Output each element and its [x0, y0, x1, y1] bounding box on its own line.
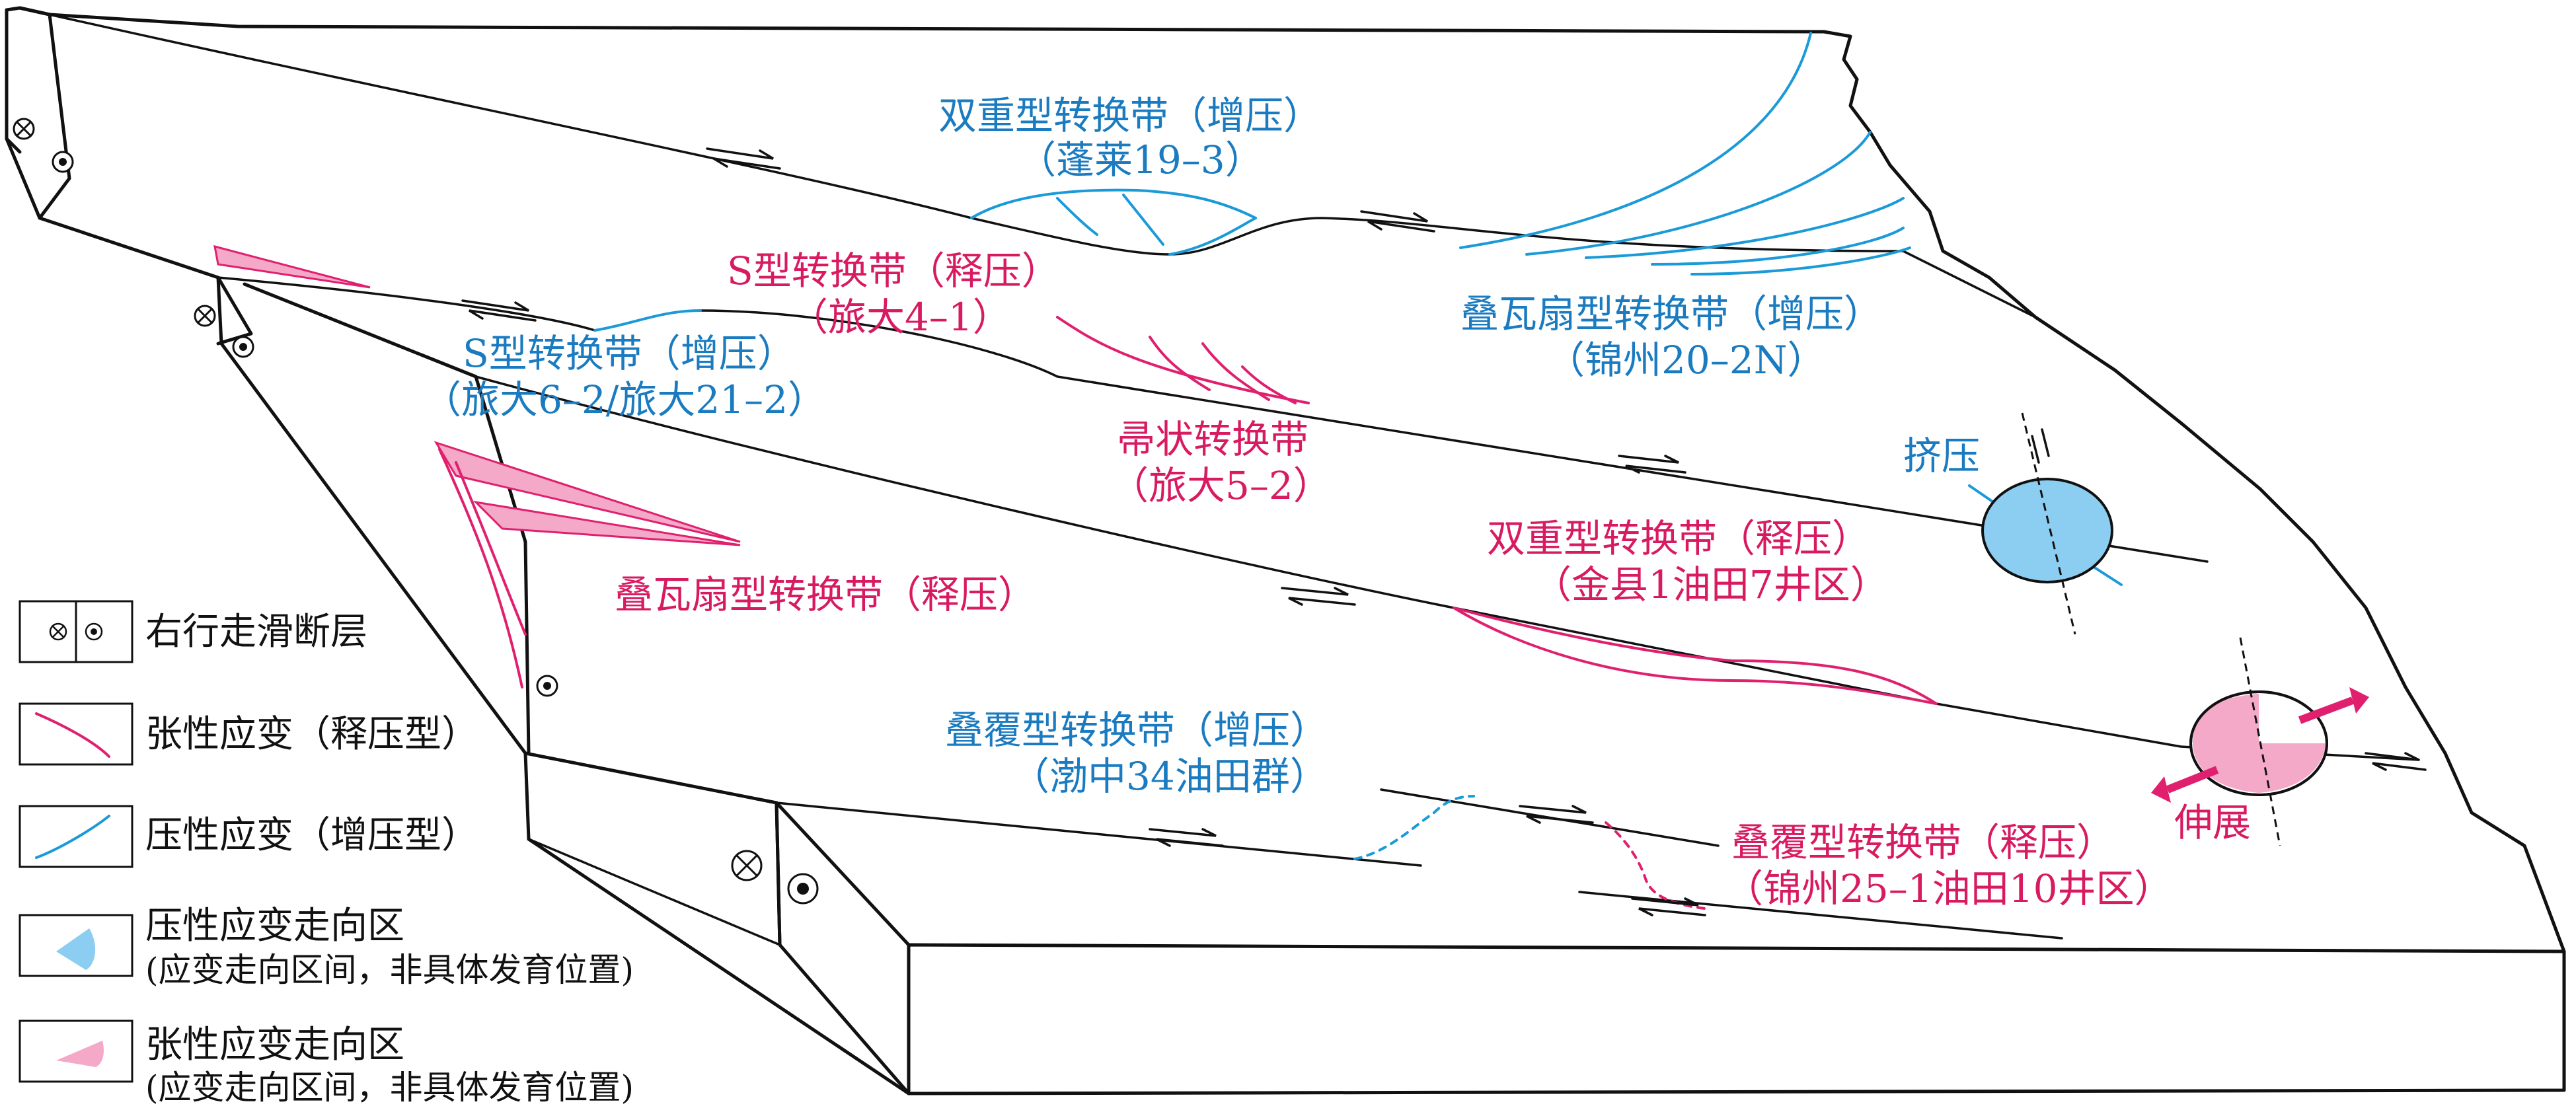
strain-ellipse-icon — [2151, 637, 2369, 846]
label-imbricate-transpressional: 叠瓦扇型转换带（增压） — [1460, 291, 1882, 336]
label-duplex-transtensional: 双重型转换带（释压） — [1487, 516, 1870, 561]
legend-sublabel-tensile-zone: (应变走向区间，非具体发育位置) — [145, 1068, 634, 1107]
label-overlap-transtensional: 叠覆型转换带（释压） — [1731, 820, 2115, 865]
legend-item-dextral-fault: 右行走滑断层 — [19, 600, 367, 663]
label-duplex-transpressional: 双重型转换带（增压） — [938, 93, 1322, 138]
label-overlap-transpressional: 叠覆型转换带（增压） — [945, 708, 1328, 753]
legend-item-compressive-zone: 压性应变走向区 (应变走向区间，非具体发育位置) — [19, 905, 634, 989]
cross-in-circle-icon — [194, 305, 216, 327]
label-overlap-transpressional-field: （渤中34油田群） — [1011, 754, 1328, 799]
label-s-transpressional-field: （旅大6–2/旅大21–2） — [423, 377, 826, 422]
dot-in-circle-icon — [536, 675, 558, 697]
fault-symbols — [13, 118, 819, 905]
tensile-strain-lines — [213, 244, 1938, 910]
legend-item-tensile-strain: 张性应变（释压型） — [19, 702, 478, 766]
dot-in-circle-icon — [232, 336, 254, 358]
fault-lines — [48, 13, 2420, 946]
half-arrow-pair-icon — [461, 147, 2427, 916]
dot-in-circle-icon — [52, 151, 74, 173]
label-broom: 帚状转换带 — [1117, 417, 1308, 462]
label-compression: 挤压 — [1903, 433, 1980, 478]
legend-label-compressive-strain: 压性应变（增压型） — [145, 814, 478, 857]
legend-label-compressive-zone: 压性应变走向区 — [145, 905, 404, 947]
cross-in-circle-icon — [49, 622, 67, 641]
cross-in-circle-icon — [13, 118, 35, 140]
legend-label-dextral-fault: 右行走滑断层 — [145, 611, 367, 653]
legend-item-tensile-zone: 张性应变走向区 (应变走向区间，非具体发育位置) — [19, 1019, 634, 1107]
legend-label-tensile-strain: 张性应变（释压型） — [145, 713, 478, 756]
strain-ellipse-icon — [1981, 412, 2113, 635]
label-s-transtensional-field: （旅大4–1） — [790, 295, 1011, 340]
label-overlap-transtensional-field: （锦州25–1油田10井区） — [1725, 866, 2173, 911]
diagram-labels: 双重型转换带（增压） （蓬莱19–3） S型转换带（释压） （旅大4–1） S型… — [423, 93, 2251, 911]
label-broom-field: （旅大5–2） — [1110, 463, 1332, 508]
dot-in-circle-icon — [787, 873, 819, 905]
cross-in-circle-icon — [731, 850, 763, 881]
label-s-transpressional: S型转换带（增压） — [463, 331, 796, 376]
label-imbricate-transpressional-field: （锦州20–2N） — [1546, 338, 1825, 383]
legend-item-compressive-strain: 压性应变（增压型） — [19, 805, 478, 868]
legend-label-tensile-zone: 张性应变走向区 — [145, 1023, 404, 1066]
block-outline — [5, 6, 2566, 1095]
legend-sublabel-compressive-zone: (应变走向区间，非具体发育位置) — [145, 951, 634, 989]
legend: 右行走滑断层 张性应变（释压型） 压性应变（增压型） 压性应变走向区 (应变走向… — [19, 600, 634, 1107]
label-duplex-transpressional-field: （蓬莱19–3） — [1018, 137, 1264, 182]
label-s-transtensional: S型转换带（释压） — [727, 248, 1060, 293]
compressive-strain-lines — [593, 32, 2123, 860]
label-extension: 伸展 — [2174, 800, 2251, 845]
label-duplex-transtensional-field: （金县1油田7井区） — [1533, 562, 1889, 607]
label-imbricate-transtensional: 叠瓦扇型转换带（释压） — [615, 572, 1036, 617]
dot-in-circle-icon — [85, 622, 103, 641]
